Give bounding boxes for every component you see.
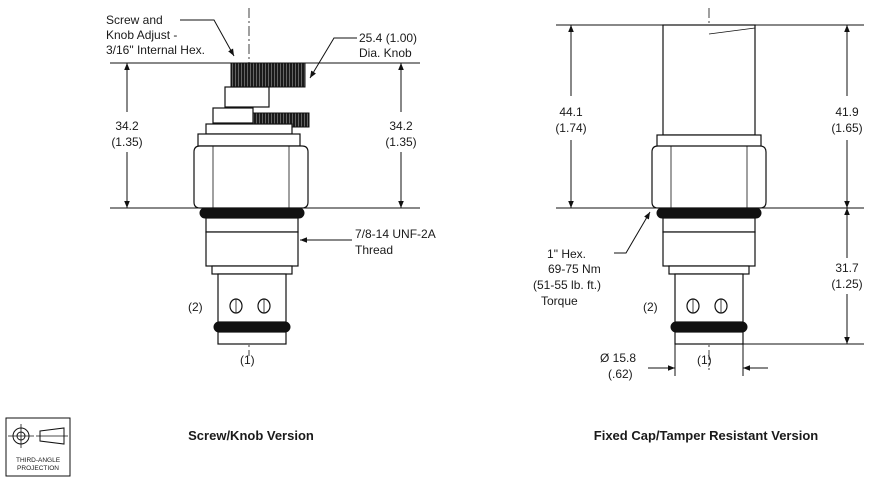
hex-body <box>193 145 309 209</box>
lock-nut <box>212 107 254 124</box>
tamper-cap <box>662 24 756 136</box>
callout-knob-label: Dia. Knob <box>359 46 412 60</box>
callout-knob-dia: 25.4 (1.00) <box>359 31 417 45</box>
dim-dia-in: (.62) <box>608 367 633 381</box>
callout-hex-lbft: (51-55 lb. ft.) <box>533 278 601 292</box>
port-1-label: (1) <box>240 353 255 367</box>
dim-left-in: (1.35) <box>111 135 142 149</box>
dim-dia-mm: Ø 15.8 <box>600 351 636 365</box>
callout-screw-line3: 3/16" Internal Hex. <box>106 43 205 57</box>
o-ring-lower <box>670 321 748 333</box>
screw-knob-view: 34.2 (1.35) 34.2 (1.35) Screw and Knob A… <box>106 8 436 443</box>
lower-cartridge <box>674 273 744 323</box>
callout-thread-label: Thread <box>355 243 393 257</box>
caption-fixed-cap: Fixed Cap/Tamper Resistant Version <box>594 428 818 443</box>
caption-screw-knob: Screw/Knob Version <box>188 428 314 443</box>
dim-31-mm: 31.7 <box>835 261 859 275</box>
thread-section <box>205 217 299 233</box>
callout-thread-spec: 7/8-14 UNF-2A <box>355 227 436 241</box>
projection-label-2: PROJECTION <box>17 465 59 472</box>
o-ring-lower <box>213 321 291 333</box>
port-2-label: (2) <box>643 300 658 314</box>
lower-cartridge <box>217 273 287 323</box>
port-2-label: (2) <box>188 300 203 314</box>
callout-screw-line1: Screw and <box>106 13 163 27</box>
fixed-cap-view: 44.1 (1.74) 41.9 (1.65) 31.7 (1.25) 1" H… <box>533 8 864 443</box>
port-1-label: (1) <box>697 353 712 367</box>
callout-screw-line2: Knob Adjust - <box>106 28 177 42</box>
callout-hex-nm: 69-75 Nm <box>548 262 601 276</box>
projection-label-1: THIRD-ANGLE <box>16 457 61 464</box>
o-ring-upper <box>656 207 762 219</box>
adjust-stem <box>224 86 270 108</box>
o-ring-upper <box>199 207 305 219</box>
hex-body <box>651 145 767 209</box>
callout-hex-size: 1" Hex. <box>547 247 586 261</box>
dim-right-mm: 34.2 <box>389 119 413 133</box>
callout-hex-torque: Torque <box>541 294 578 308</box>
adjust-knob <box>230 62 306 88</box>
third-angle-projection-symbol: THIRD-ANGLE PROJECTION <box>5 417 71 477</box>
dim-44-mm: 44.1 <box>559 105 583 119</box>
dim-right-in: (1.35) <box>385 135 416 149</box>
dim-41-in: (1.65) <box>831 121 862 135</box>
dim-31-in: (1.25) <box>831 277 862 291</box>
dim-41-mm: 41.9 <box>835 105 859 119</box>
dim-left-mm: 34.2 <box>115 119 139 133</box>
dim-44-in: (1.74) <box>555 121 586 135</box>
